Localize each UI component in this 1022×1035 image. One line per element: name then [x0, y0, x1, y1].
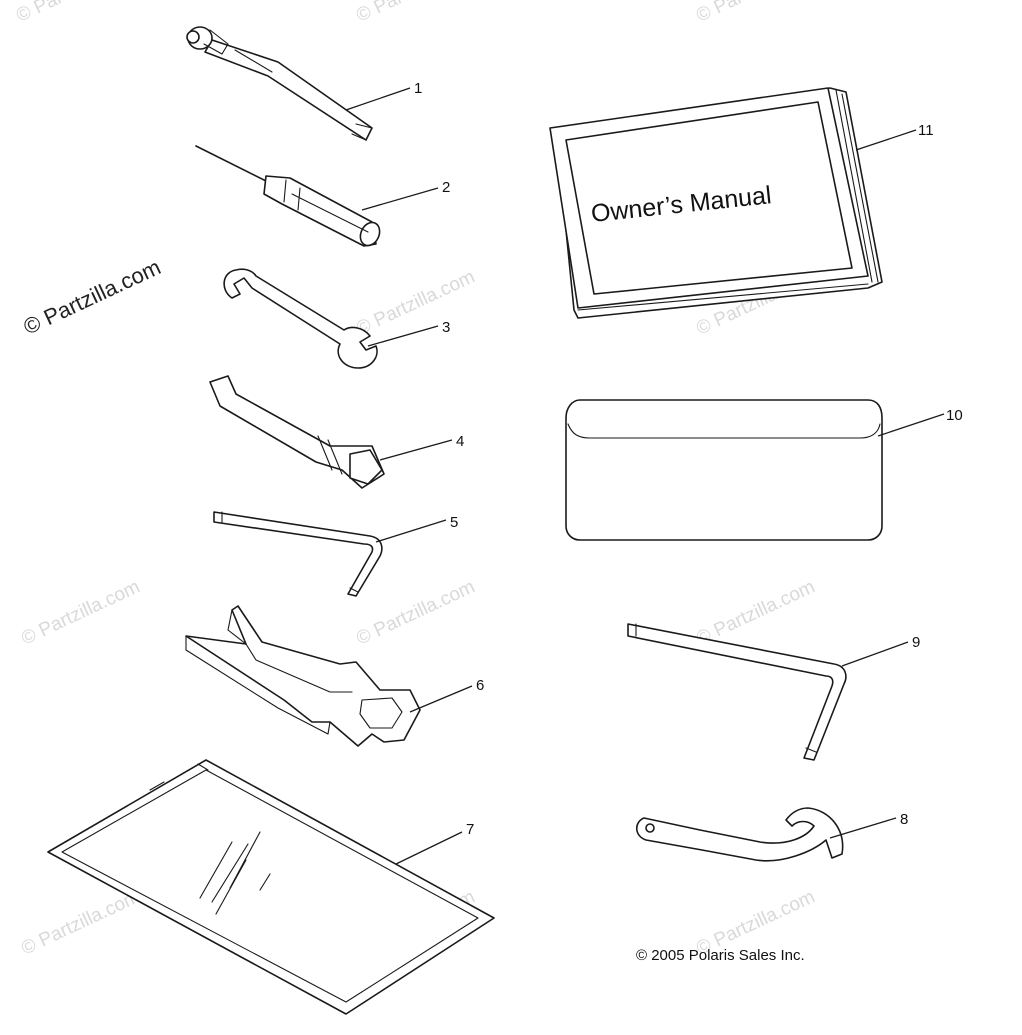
part-6-spanner-tool [185, 605, 421, 747]
callout-8: 8 [900, 811, 908, 828]
part-3-wrench [223, 268, 378, 369]
watermark: © Partzilla.com [353, 0, 478, 27]
copyright-notice: © 2005 Polaris Sales Inc. [636, 947, 805, 964]
part-11-owners-manual: Owner’s Manual [549, 87, 883, 319]
watermark: © Partzilla.com [18, 886, 143, 959]
part-9-hex-key [627, 623, 847, 761]
callout-4: 4 [456, 433, 464, 450]
callout-1: 1 [414, 80, 422, 97]
watermark: © Partzilla.com [353, 266, 478, 339]
leader-lines [345, 87, 945, 865]
watermark: © Partzilla.com [693, 576, 818, 649]
callout-5: 5 [450, 514, 458, 531]
part-4-plug-socket [209, 375, 385, 489]
watermark-prominent: © Partzilla.com [20, 254, 165, 339]
watermark: © Partzilla.com [353, 576, 478, 649]
callout-2: 2 [442, 179, 450, 196]
callout-3: 3 [442, 319, 450, 336]
part-1-pressure-gauge [186, 26, 373, 141]
part-8-hook-spanner [635, 807, 844, 862]
part-5-hex-key [213, 511, 383, 597]
part-7-bag [47, 759, 495, 1015]
part-2-screwdriver [195, 145, 381, 247]
callout-6: 6 [476, 677, 484, 694]
callout-9: 9 [912, 634, 920, 651]
callout-7: 7 [466, 821, 474, 838]
callout-10: 10 [946, 407, 963, 424]
watermark: © Partzilla.com [693, 0, 818, 27]
callouts: 1 2 3 4 5 6 7 8 9 10 11 [414, 80, 963, 838]
watermark: © Partzilla.com [18, 576, 143, 649]
watermark: © Partzilla.com [13, 0, 138, 27]
callout-11: 11 [918, 122, 934, 139]
part-10-pouch [565, 399, 883, 541]
